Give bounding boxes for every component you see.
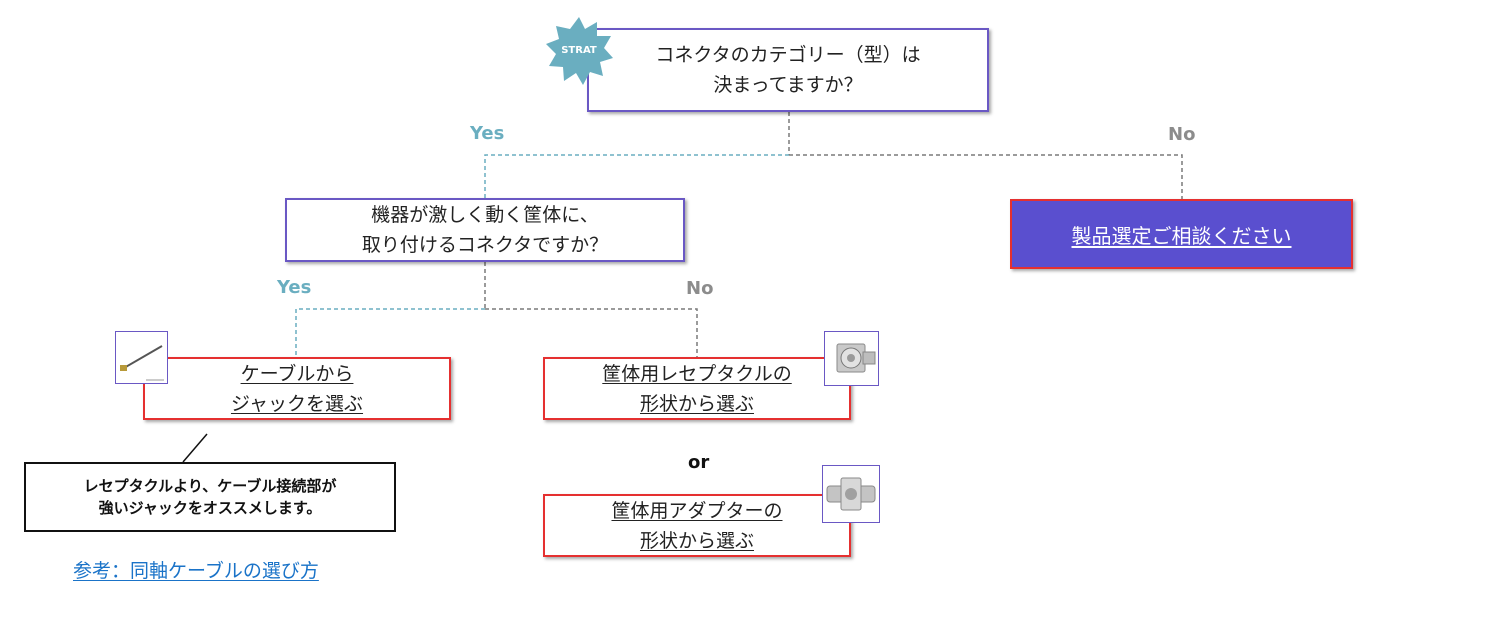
contact-product-selection-link[interactable]: 製品選定ご相談ください [1071, 223, 1292, 248]
start-badge-label: STRAT [561, 45, 597, 56]
result-housing-receptacle-line1[interactable]: 筐体用レセプタクルの [602, 362, 792, 385]
question-vibration-housing: 機器が激しく動く筐体に、 取り付けるコネクタですか？ [285, 198, 685, 262]
result-housing-adapter-line2[interactable]: 形状から選ぶ [639, 529, 754, 552]
connector-q2-no [485, 308, 698, 357]
recommendation-note: レセプタクルより、ケーブル接続部が 強いジャックをオススメします。 [24, 462, 396, 532]
reference-coax-cable-guide-link[interactable]: 参考：同軸ケーブルの選び方 [73, 560, 319, 582]
question-connector-category-line1: コネクタのカテゴリー（型）は [655, 44, 921, 66]
result-housing-receptacle-line2[interactable]: 形状から選ぶ [639, 392, 754, 415]
result-housing-adapter-line1[interactable]: 筐体用アダプターの [611, 499, 783, 522]
recommendation-note-line2: 強いジャックをオススメします。 [98, 499, 322, 517]
result-housing-adapter[interactable]: 筐体用アダプターの 形状から選ぶ [543, 494, 851, 557]
adapter-drawing [826, 477, 876, 511]
result-cable-jack-line1[interactable]: ケーブルから [240, 362, 354, 385]
question-vibration-housing-line2: 取り付けるコネクタですか？ [361, 234, 609, 256]
or-label: or [688, 452, 710, 473]
result-housing-receptacle[interactable]: 筐体用レセプタクルの 形状から選ぶ [543, 357, 851, 420]
question-connector-category: コネクタのカテゴリー（型）は 決まってますか？ [587, 28, 989, 112]
result-cable-jack[interactable]: ケーブルから ジャックを選ぶ [143, 357, 451, 420]
start-badge-icon: STRAT [543, 15, 615, 87]
start-starburst-shape [546, 17, 613, 85]
question-vibration-housing-line1: 機器が激しく動く筐体に、 [371, 204, 599, 226]
contact-product-selection-box[interactable]: 製品選定ご相談ください [1010, 199, 1353, 269]
cable-jack-image [115, 331, 168, 384]
connector-q1-yes [484, 154, 789, 198]
q2-no-label: No [686, 278, 714, 299]
connector-q1-no [789, 154, 1183, 199]
question-connector-category-line2: 決まってますか？ [713, 74, 863, 96]
recommendation-note-line1: レセプタクルより、ケーブル接続部が [83, 477, 337, 495]
adapter-image [822, 465, 880, 523]
result-cable-jack-line2[interactable]: ジャックを選ぶ [230, 392, 364, 415]
connector-q2-yes [295, 308, 485, 357]
q1-no-label: No [1168, 124, 1196, 145]
note-callout-line [182, 433, 208, 463]
q1-yes-label: Yes [470, 123, 505, 144]
q2-yes-label: Yes [277, 277, 312, 298]
receptacle-image [824, 331, 879, 386]
receptacle-drawing [836, 343, 876, 373]
cable-jack-drawing [120, 345, 164, 381]
